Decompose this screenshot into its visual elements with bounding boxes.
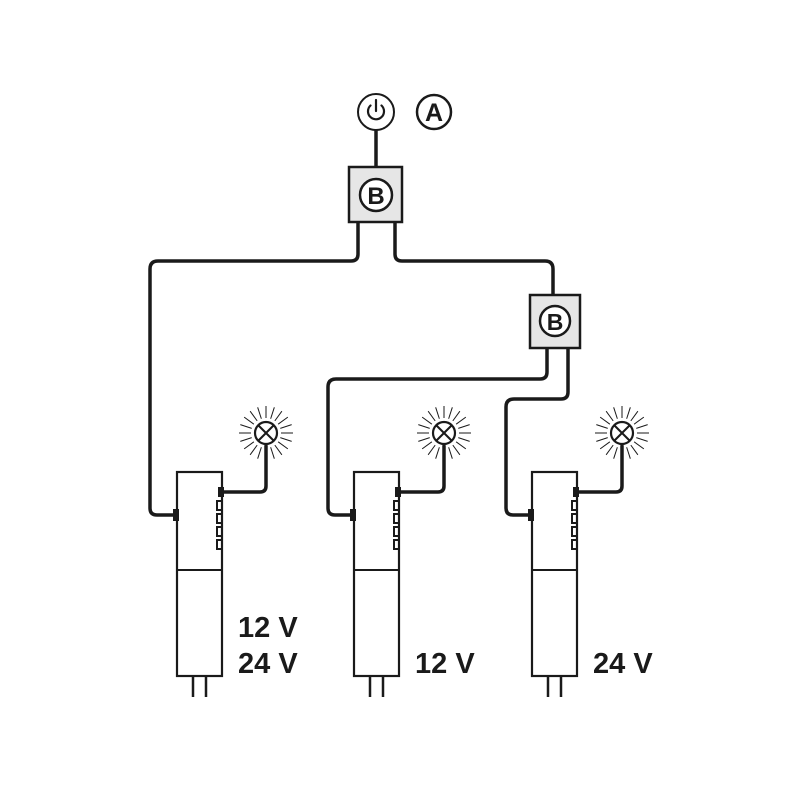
lamp-ray bbox=[435, 407, 440, 419]
lamp-ray bbox=[240, 437, 252, 442]
driver-2: 12 V bbox=[350, 470, 475, 697]
lamp-ray bbox=[280, 424, 292, 429]
lamp-3 bbox=[595, 406, 649, 460]
lamp-ray bbox=[626, 407, 631, 419]
lamp-ray bbox=[427, 410, 436, 422]
lamp-ray bbox=[257, 447, 262, 459]
lamp-ray bbox=[243, 441, 255, 450]
junction-box-1: B bbox=[347, 165, 404, 224]
lamp-ray bbox=[605, 444, 614, 456]
driver-1-voltage-2: 24 V bbox=[238, 648, 298, 680]
lamp-ray bbox=[633, 416, 645, 425]
lamp-ray bbox=[458, 437, 470, 442]
lamp-2 bbox=[417, 406, 471, 460]
wires bbox=[148, 128, 624, 517]
lamp-ray bbox=[630, 444, 639, 456]
lamp-ray bbox=[636, 437, 648, 442]
lamp-ray bbox=[240, 424, 252, 429]
lamp-ray bbox=[274, 410, 283, 422]
lamp-ray bbox=[458, 424, 470, 429]
lamp-ray bbox=[427, 444, 436, 456]
lamp-ray bbox=[452, 410, 461, 422]
lamp-2-rays bbox=[417, 406, 471, 460]
lamp-ray bbox=[274, 444, 283, 456]
lamp-ray bbox=[636, 424, 648, 429]
driver-3-voltage: 24 V bbox=[593, 648, 653, 680]
lamp-icon bbox=[609, 420, 635, 446]
lamp-ray bbox=[599, 441, 611, 450]
lamp-ray bbox=[435, 447, 440, 459]
wire-driver-1-to-lamp-1 bbox=[220, 444, 268, 494]
power-icon bbox=[366, 98, 386, 121]
lamp-ray bbox=[626, 447, 631, 459]
wire-box-top-to-driver-1 bbox=[148, 220, 360, 517]
lamp-1-rays bbox=[239, 406, 293, 460]
lamp-icon bbox=[253, 420, 279, 446]
lamp-ray bbox=[455, 416, 467, 425]
lamp-1 bbox=[239, 406, 293, 460]
wire-box-second-to-driver-3 bbox=[504, 346, 570, 517]
lamp-ray bbox=[418, 424, 430, 429]
lamp-ray bbox=[596, 424, 608, 429]
wire-box-top-to-box-second bbox=[393, 220, 555, 297]
lamp-ray bbox=[280, 437, 292, 442]
lamp-ray bbox=[249, 444, 258, 456]
lamp-ray bbox=[277, 441, 289, 450]
lamp-ray bbox=[613, 447, 618, 459]
lamp-ray bbox=[277, 416, 289, 425]
lamp-icon bbox=[431, 420, 457, 446]
junction-box-1-label: B bbox=[367, 183, 384, 210]
lamp-ray bbox=[421, 441, 433, 450]
lamp-ray bbox=[421, 416, 433, 425]
lamp-ray bbox=[257, 407, 262, 419]
driver-1: 12 V 24 V bbox=[173, 470, 298, 697]
lamp-ray bbox=[596, 437, 608, 442]
switch-a: A bbox=[357, 93, 453, 131]
label-a: A bbox=[425, 99, 443, 127]
lamp-ray bbox=[599, 416, 611, 425]
lamp-ray bbox=[633, 441, 645, 450]
junction-box-2: B bbox=[528, 293, 582, 350]
lamp-ray bbox=[448, 447, 453, 459]
wire-driver-2-to-lamp-2 bbox=[397, 444, 446, 494]
lamp-ray bbox=[270, 447, 275, 459]
lamp-ray bbox=[270, 407, 275, 419]
label-a-circle bbox=[415, 93, 453, 131]
wire-box-second-to-driver-2 bbox=[326, 346, 549, 517]
lamp-ray bbox=[418, 437, 430, 442]
junction-box-2-label: B bbox=[547, 309, 564, 335]
driver-1-voltage-1: 12 V bbox=[238, 612, 298, 644]
lamp-ray bbox=[243, 416, 255, 425]
lamp-3-rays bbox=[595, 406, 649, 460]
wire-driver-3-to-lamp-3 bbox=[575, 444, 624, 494]
lamp-ray bbox=[455, 441, 467, 450]
lamp-ray bbox=[249, 410, 258, 422]
driver-2-voltage: 12 V bbox=[415, 648, 475, 680]
lamp-ray bbox=[605, 410, 614, 422]
lamp-ray bbox=[448, 407, 453, 419]
driver-3: 24 V bbox=[528, 470, 653, 697]
lamp-ray bbox=[630, 410, 639, 422]
lamp-ray bbox=[452, 444, 461, 456]
lamp-ray bbox=[613, 407, 618, 419]
